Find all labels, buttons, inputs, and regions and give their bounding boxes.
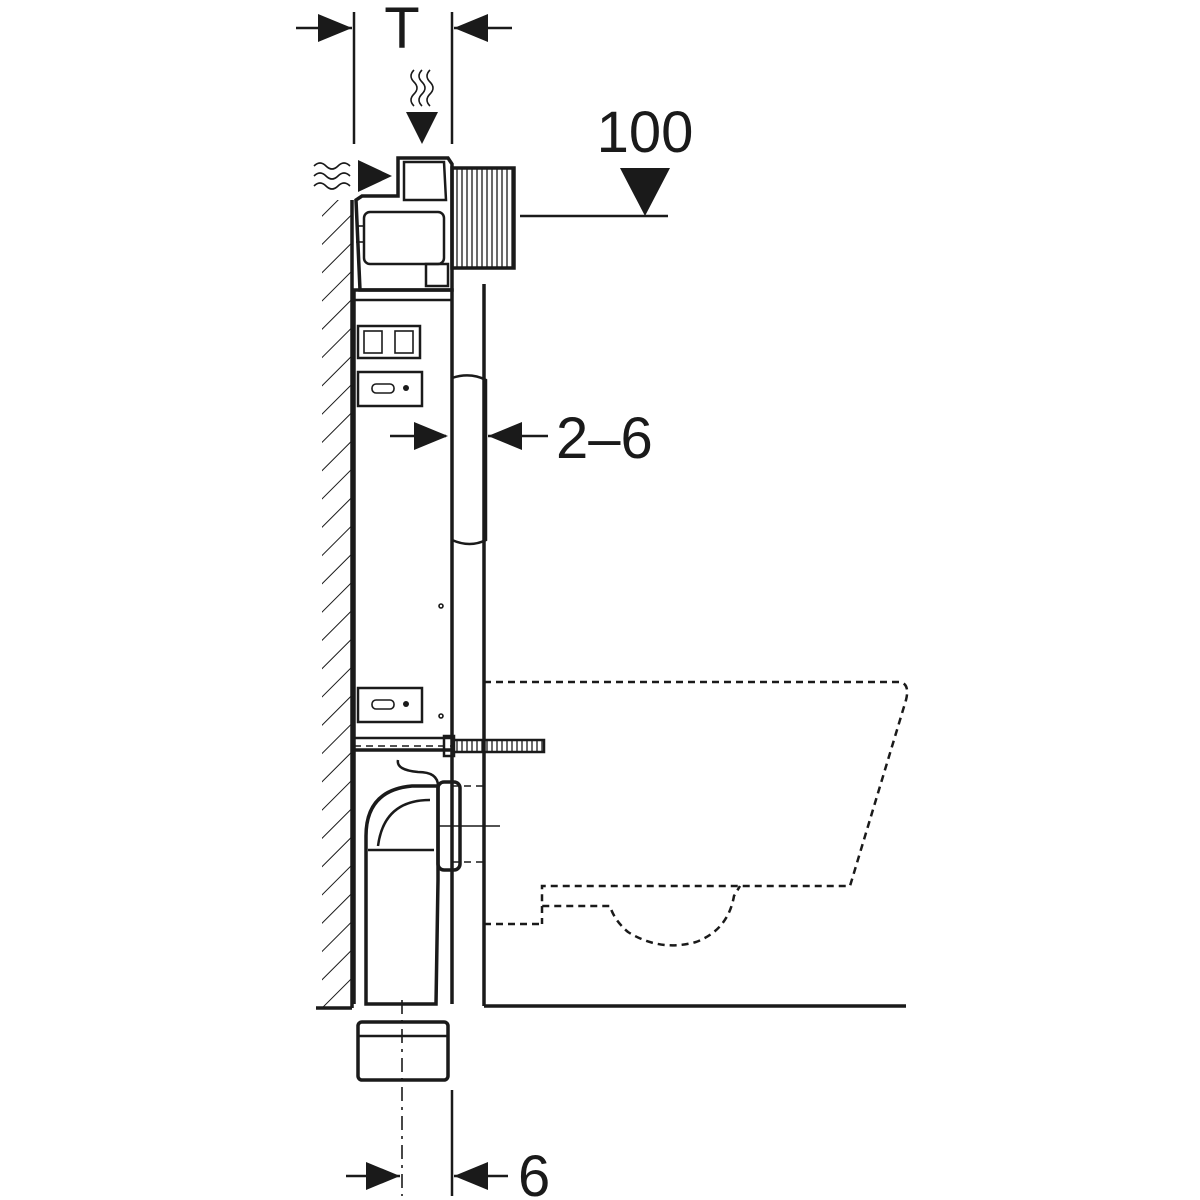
heat-wave-icon (410, 69, 434, 107)
dimension-offset: 6 (346, 1090, 550, 1200)
right-arrow-icon (358, 160, 392, 192)
dimension-t: T (296, 0, 512, 144)
dimension-gap: 2–6 (390, 406, 653, 471)
right-arrow-icon (414, 422, 448, 450)
left-arrow-icon (488, 422, 522, 450)
frame-clips (356, 324, 444, 724)
cistern-housing (354, 156, 516, 292)
back-wall (316, 200, 354, 1010)
left-arrow-icon (454, 1162, 488, 1190)
right-arrow-icon (366, 1162, 400, 1190)
insulation-strip (450, 374, 488, 546)
down-triangle-icon (620, 168, 670, 216)
inlet-symbols (313, 69, 438, 192)
label-gap-range: 2–6 (556, 406, 653, 471)
label-offset: 6 (518, 1144, 550, 1200)
fixing-bolt (442, 734, 546, 758)
left-arrow-icon (454, 14, 488, 42)
drain-bend (356, 759, 500, 1082)
label-t: T (384, 0, 419, 61)
wall-hung-toilet (452, 680, 909, 947)
down-arrow-icon (406, 112, 438, 144)
right-arrow-icon (318, 14, 352, 42)
label-100: 100 (597, 100, 694, 165)
heat-wave-icon (313, 162, 351, 190)
dimension-100: 100 (520, 100, 694, 218)
